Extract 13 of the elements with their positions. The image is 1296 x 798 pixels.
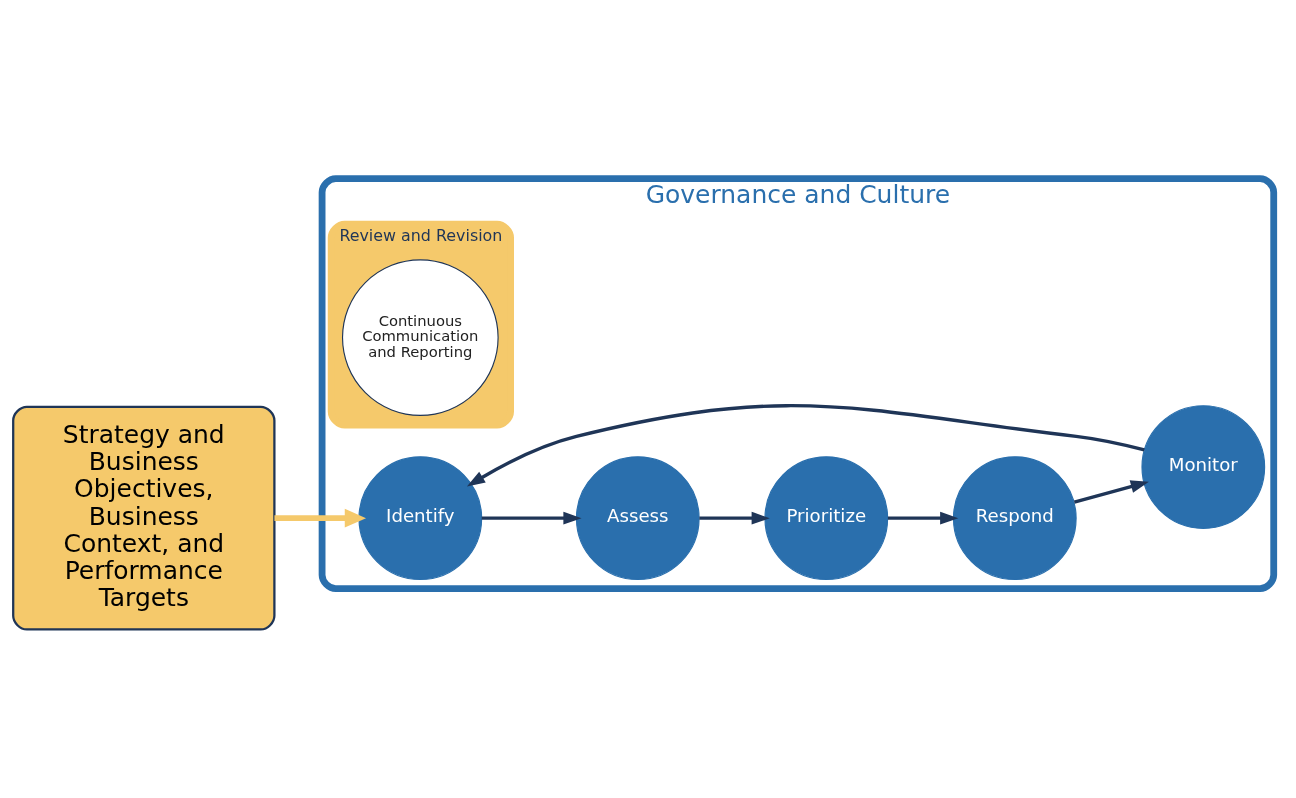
arrow xyxy=(1073,479,1149,504)
node-circle: Prioritize xyxy=(764,455,889,580)
arrow xyxy=(699,511,770,525)
node-circle: Respond xyxy=(952,455,1077,580)
arrow xyxy=(274,508,367,527)
arrow xyxy=(481,511,582,525)
node-circle: Continuous Communication and Reporting xyxy=(341,258,499,416)
arrow xyxy=(887,511,959,525)
node-circle: Identify xyxy=(358,455,483,580)
node-circle: Assess xyxy=(575,455,700,580)
arrow xyxy=(466,403,1145,487)
node-circle: Monitor xyxy=(1141,404,1266,529)
node-box: Strategy and Business Objectives, Business Context, and Performance Targets xyxy=(12,405,276,631)
